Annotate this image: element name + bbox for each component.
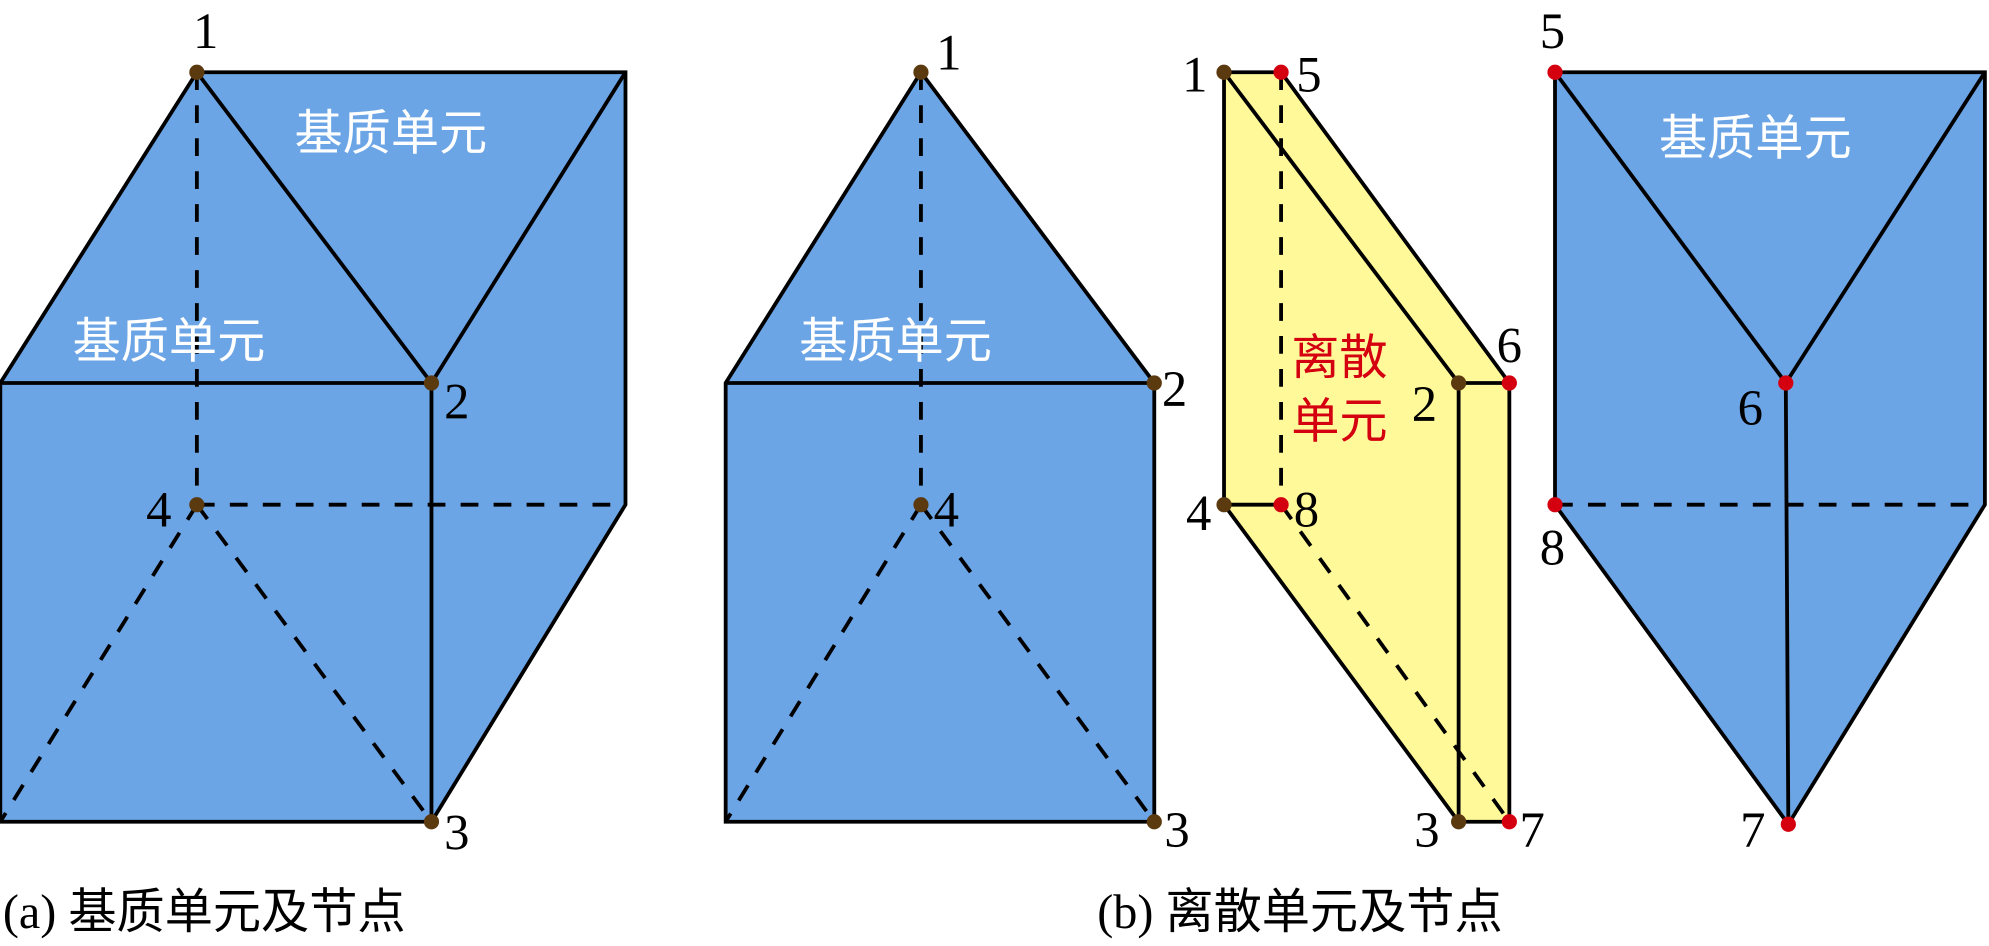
node-label: 8 [1540,519,1565,575]
node-6 [1501,375,1517,391]
discrete-fill [1224,72,1510,822]
node-8 [1547,497,1563,513]
node-1 [189,64,205,80]
node-1 [913,64,929,80]
node-1 [1216,64,1232,80]
node-label: 4 [146,481,171,537]
caption-a: (a) 基质单元及节点 [3,886,406,939]
node-label: 8 [1294,481,1319,537]
node-label: 1 [936,25,961,81]
node-7 [1501,814,1517,830]
node-label: 1 [1182,46,1207,102]
node-label: 7 [1519,802,1544,858]
node-label: 3 [444,805,469,861]
node-label: 2 [1162,361,1187,417]
node-5 [1273,64,1289,80]
node-3 [423,814,440,830]
node-2 [1451,375,1467,391]
panel-b-right-prism: 5 6 8 7 基质单元 [1540,3,1987,858]
node-label: 2 [1412,376,1437,432]
discrete-element-label: 离散 [1291,330,1387,386]
caption-b: (b) 离散单元及节点 [1097,886,1502,939]
node-label: 2 [444,373,469,429]
matrix-element-label: 基质单元 [1659,111,1852,167]
node-4 [189,497,205,513]
node-3 [1146,814,1162,830]
node-label: 3 [1414,802,1439,858]
matrix-element-label: 基质单元 [295,106,488,162]
discrete-element-label: 单元 [1291,393,1387,449]
node-6 [1778,375,1794,391]
node-label: 5 [1296,46,1321,102]
matrix-element-label: 基质单元 [799,314,992,370]
node-label: 6 [1738,380,1763,436]
node-label: 7 [1740,802,1765,858]
matrix-fill [725,72,1155,822]
panel-b-left-prism: 1 2 3 4 基质单元 [723,25,1190,858]
node-label: 6 [1497,318,1522,374]
node-2 [423,375,440,391]
matrix-fill [1554,72,1985,825]
node-2 [1146,375,1162,391]
node-7 [1780,816,1796,832]
node-8 [1273,497,1289,513]
node-label: 5 [1540,3,1565,59]
node-4 [913,497,929,513]
panel-a-prism: 1 2 3 4 基质单元 基质单元 [0,3,628,861]
node-label: 4 [1186,485,1211,541]
discrete-element: 1 5 2 6 4 8 3 7 离散 单元 [1182,46,1545,858]
node-3 [1451,814,1467,830]
node-5 [1547,64,1563,80]
node-4 [1216,497,1232,513]
node-label: 1 [193,3,218,59]
node-label: 4 [934,481,959,537]
matrix-fill [0,72,626,822]
matrix-element-label: 基质单元 [73,314,266,370]
node-label: 3 [1164,802,1189,858]
